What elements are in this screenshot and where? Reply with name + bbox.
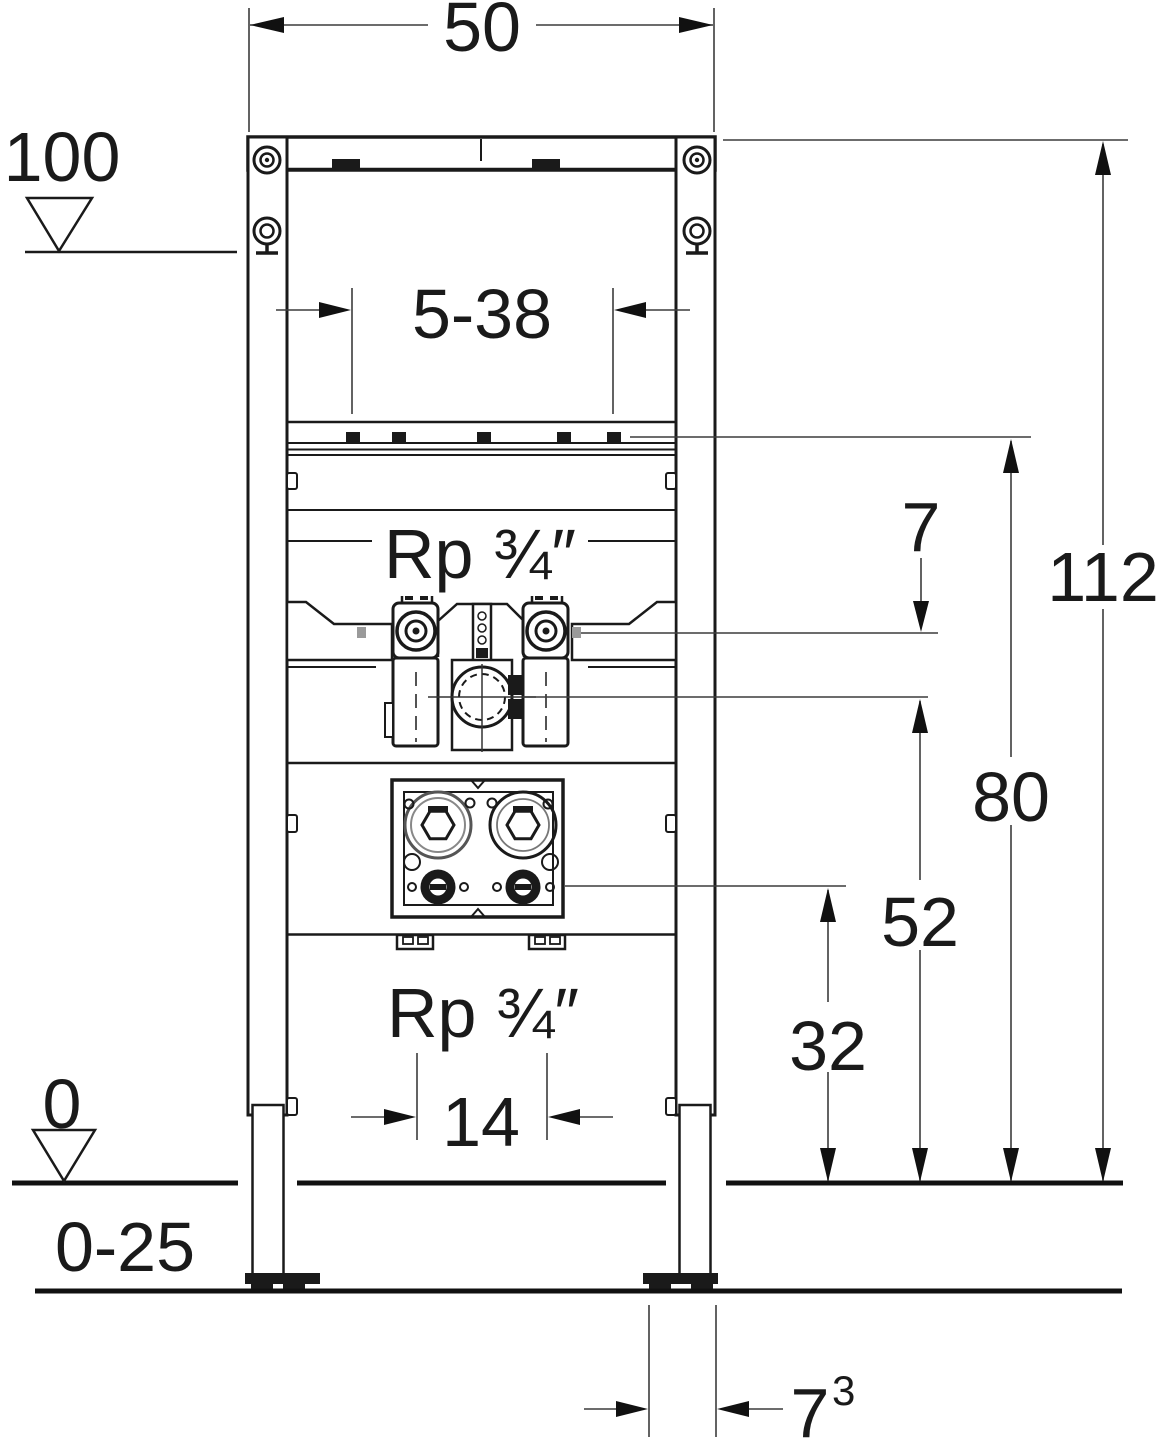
arrow-down-icon (1003, 1148, 1019, 1182)
dimension-connection-spacing: 14 (351, 1053, 613, 1161)
top-bar-clip-right (532, 159, 560, 169)
arrow-down-icon (912, 1148, 928, 1182)
arrow-left-icon (614, 302, 646, 318)
arrow-left-icon (250, 17, 284, 33)
arrow-up-icon (1003, 439, 1019, 473)
label-halo (968, 757, 1054, 825)
connection-spacing-label: 14 (442, 1083, 520, 1161)
drain-height-label: 32 (789, 1007, 867, 1085)
dimension-frame-width: 50 (248, 0, 715, 132)
supply-height-label: 80 (972, 758, 1050, 836)
frame-left-rail (246, 135, 289, 1117)
total-height-label: 112 (1047, 538, 1159, 616)
floor-datum-label: 0 (43, 1065, 82, 1143)
arrow-left-icon (717, 1401, 749, 1417)
label-halo (372, 512, 588, 596)
arrow-down-icon (913, 601, 929, 632)
dimension-rail-offset: 7 (902, 488, 941, 632)
label-halo (876, 880, 964, 950)
foot-depth-footnote: 3 (832, 1367, 855, 1414)
drain-thread-label: Rp ¾″ (387, 974, 579, 1052)
label-halo (784, 1002, 872, 1072)
arrow-right-icon (319, 302, 351, 318)
frame-right-rail (674, 135, 717, 1117)
dimension-drain-height: 32 (784, 888, 872, 1182)
arrow-down-icon (820, 1148, 836, 1182)
floor-datum-triangle-icon (30, 1128, 98, 1184)
left-foot-tube (251, 1103, 285, 1279)
dimension-total-height: 112 (1040, 141, 1163, 1182)
dimension-foot-depth: 7 3 (584, 1305, 855, 1440)
dimension-supply-height: 80 (968, 439, 1054, 1182)
arrow-left-icon (548, 1109, 580, 1125)
tap-mounting-ring (428, 664, 536, 752)
frame-structure (245, 135, 718, 1292)
arrow-right-icon (384, 1109, 416, 1125)
dimension-front-adjust: 5-38 (276, 275, 690, 414)
rail-clips (286, 472, 677, 1116)
connection-box (390, 778, 565, 919)
label-halo (428, 0, 536, 52)
floor-adjust-label: 0-25 (55, 1208, 195, 1286)
right-foot-tube (678, 1103, 712, 1279)
floor-lines (12, 1180, 1123, 1294)
label-halo (1040, 545, 1163, 609)
arrow-up-icon (820, 888, 836, 922)
supply-thread-label: Rp ¾″ (384, 515, 576, 593)
arrow-up-icon (1095, 141, 1111, 175)
meter-datum-triangle-icon (24, 196, 95, 254)
top-bar-clip-left (332, 159, 360, 169)
mounting-rail (287, 420, 676, 456)
wall-fixing-holes-icon (252, 145, 712, 255)
supply-thread-callout: Rp ¾″ (372, 512, 588, 596)
meter-datum-label: 100 (4, 118, 121, 196)
arrow-right-icon (679, 17, 713, 33)
dimension-mixer-height: 52 (876, 699, 964, 1182)
foot-depth-label: 7 (791, 1374, 830, 1440)
arrow-down-icon (1095, 1148, 1111, 1182)
mixer-height-label: 52 (881, 883, 959, 961)
frame-feet (245, 1273, 718, 1292)
front-adjust-label: 5-38 (412, 275, 552, 353)
arrow-up-icon (912, 699, 928, 733)
leader-lines (523, 139, 1128, 887)
lower-panel (287, 761, 676, 951)
rail-offset-label: 7 (902, 488, 941, 566)
arrow-right-icon (616, 1401, 648, 1417)
frame-width-label: 50 (443, 0, 521, 66)
